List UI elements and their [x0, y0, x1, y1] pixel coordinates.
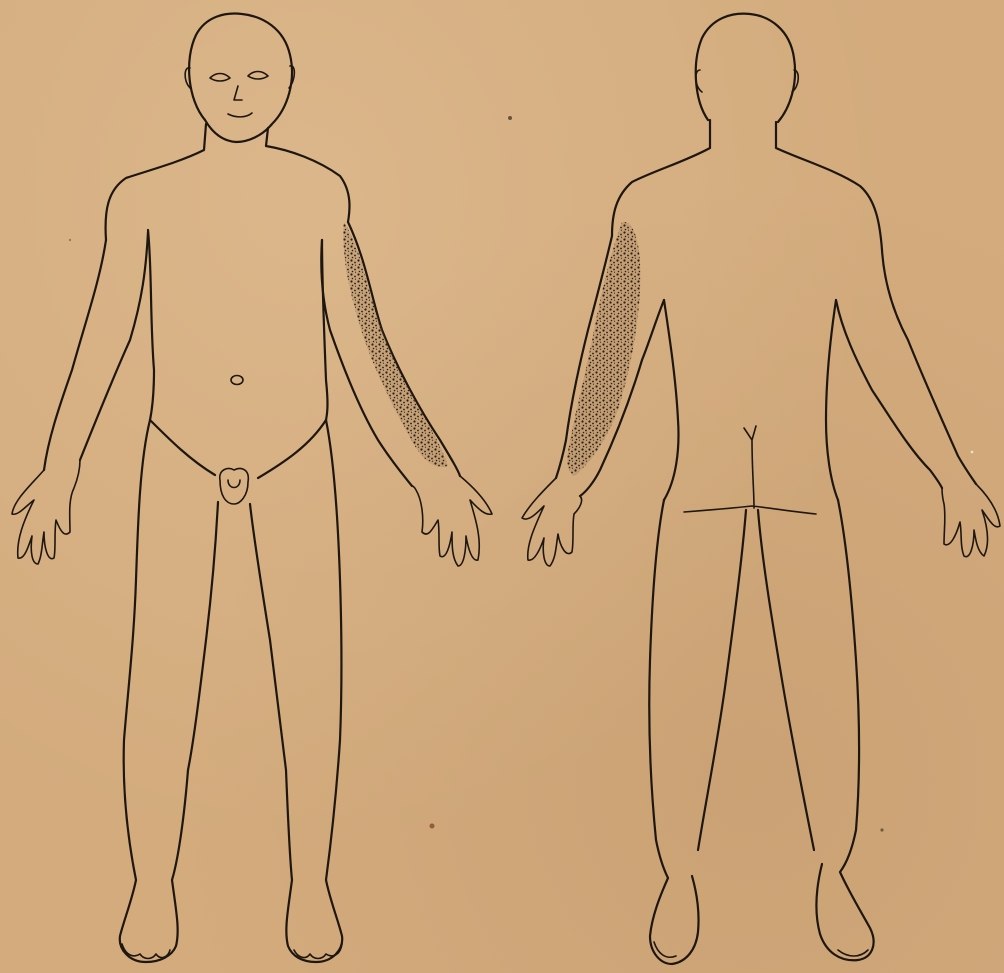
back-view-figure: [522, 14, 1000, 964]
back-head: [696, 14, 795, 122]
back-right-leg-inner: [758, 510, 814, 850]
front-right-leg-inner: [188, 502, 218, 770]
back-left-heel: [654, 942, 676, 957]
back-left-leg-inner: [698, 510, 746, 850]
front-nose: [234, 86, 242, 100]
front-left-leg-inner: [250, 504, 286, 770]
back-gluteal-fold: [684, 506, 816, 514]
front-left-arm-shading: [343, 222, 448, 467]
back-right-arm-outer: [882, 250, 976, 484]
back-left-arm-shading: [567, 222, 640, 476]
front-torso-left: [148, 230, 154, 420]
front-torso-right: [322, 240, 328, 420]
front-head: [189, 14, 292, 142]
front-genitals: [220, 468, 249, 504]
back-right-leg-outer: [816, 500, 873, 960]
front-right-arm-outer: [44, 240, 106, 470]
front-view-figure: [12, 14, 492, 962]
back-torso-right: [826, 300, 838, 500]
back-right-hand: [942, 484, 1000, 557]
front-left-leg-outer: [286, 420, 342, 962]
front-neck: [106, 124, 206, 240]
front-right-leg-outer: [120, 420, 188, 962]
front-right-hand: [12, 460, 80, 564]
front-left-hand: [412, 476, 492, 566]
front-navel: [231, 376, 243, 385]
front-right-arm-inner: [80, 232, 148, 460]
back-left-leg-outer: [649, 500, 698, 964]
back-right-heel: [838, 950, 868, 956]
back-left-hand: [522, 478, 582, 566]
paper-specks: [69, 116, 974, 832]
front-left-arm-outer: [348, 222, 460, 476]
front-neck-right: [266, 128, 350, 222]
front-left-eye: [210, 74, 230, 82]
back-gluteal-cleft: [744, 426, 756, 508]
back-right-arm-inner: [836, 300, 942, 488]
back-neck-right: [776, 122, 882, 250]
back-neck-left: [612, 120, 710, 236]
front-mouth: [228, 113, 252, 117]
front-right-eye: [248, 72, 268, 80]
back-torso-left: [664, 300, 678, 500]
